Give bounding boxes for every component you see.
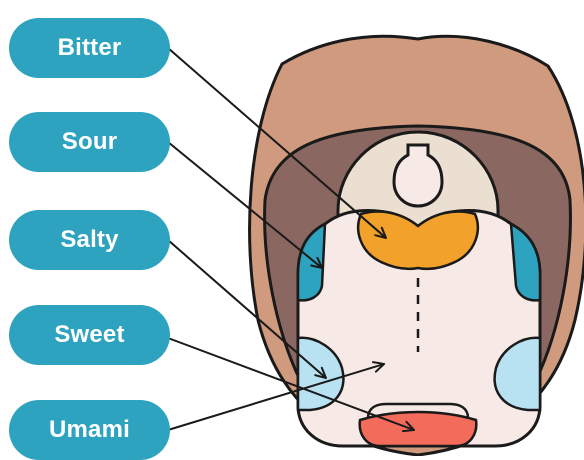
salty-label-text: Salty (60, 226, 118, 254)
sour-label: Sour (9, 112, 170, 172)
bitter-label-text: Bitter (58, 34, 122, 62)
bitter-label: Bitter (9, 18, 170, 78)
sour-label-text: Sour (62, 128, 117, 156)
sweet-label: Sweet (9, 305, 170, 365)
salty-label: Salty (9, 210, 170, 270)
umami-label-text: Umami (49, 416, 130, 444)
umami-label: Umami (9, 400, 170, 460)
sweet-label-text: Sweet (54, 321, 124, 349)
